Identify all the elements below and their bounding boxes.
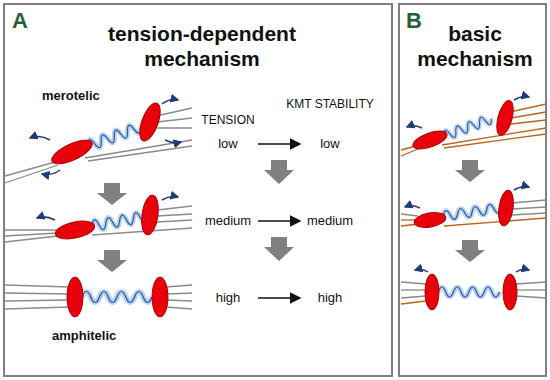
motion-arrows — [30, 100, 181, 175]
level-label: high — [318, 290, 343, 306]
attachment-label: merotelic — [42, 88, 100, 104]
microtubules — [5, 206, 192, 242]
attachment-label: amphitelic — [52, 328, 116, 344]
panel-letter: B — [406, 8, 422, 34]
centromere-spring — [442, 114, 493, 141]
centromere-spring — [91, 211, 148, 232]
kinetochore — [413, 210, 447, 229]
level-label: high — [216, 290, 241, 306]
level-label: low — [320, 136, 340, 152]
centromere-spring — [442, 203, 502, 221]
kinetochore — [67, 277, 83, 317]
kinetochore — [425, 274, 439, 310]
column-heading: KMT STABILITY — [285, 97, 375, 112]
centromere-spring — [438, 287, 500, 297]
level-label: medium — [205, 213, 251, 229]
panel-title: basic mechanism — [405, 21, 545, 71]
row-arrows — [258, 144, 300, 298]
progress-arrows — [97, 160, 294, 272]
kinetochore — [411, 127, 450, 152]
level-label: low — [218, 136, 238, 152]
kinetochore — [497, 189, 516, 227]
panel-box: Atension-dependent mechanism — [3, 3, 393, 377]
centromere-spring — [86, 122, 142, 151]
motion-arrows — [415, 269, 529, 272]
centromere-spring — [82, 292, 152, 303]
microtubules — [401, 301, 426, 304]
panel-box: Bbasic mechanism — [398, 3, 547, 377]
kinetochore — [503, 274, 517, 310]
progress-arrows — [455, 160, 485, 262]
kinetochore — [139, 194, 160, 236]
motion-arrows — [405, 186, 529, 208]
panel-letter: A — [12, 8, 28, 34]
kinetochore — [136, 100, 165, 143]
microtubules — [401, 104, 546, 156]
microtubules — [5, 108, 192, 183]
kinetochore — [152, 277, 168, 317]
kinetochore — [49, 135, 96, 168]
motion-arrows — [407, 96, 529, 128]
column-heading: TENSION — [201, 113, 254, 128]
kinetochore — [54, 218, 96, 242]
level-label: medium — [307, 213, 353, 229]
kinetochore — [494, 99, 517, 137]
panel-title: tension-dependent mechanism — [77, 21, 327, 71]
microtubules — [401, 282, 546, 298]
